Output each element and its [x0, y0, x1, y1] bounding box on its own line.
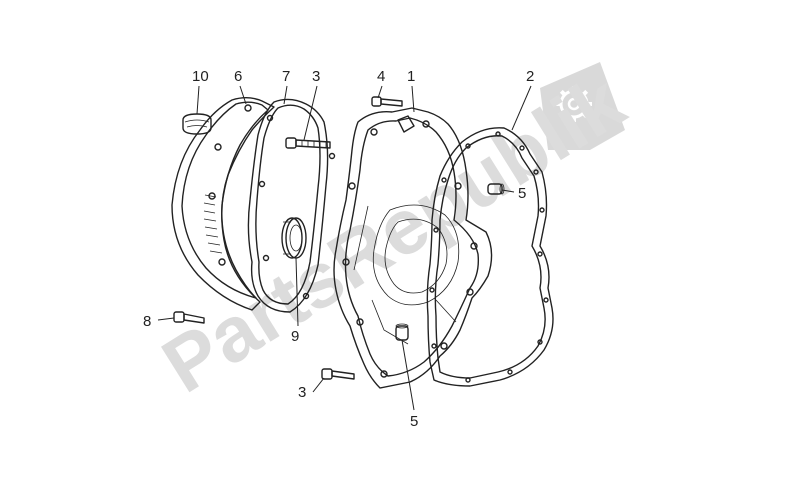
- callout-4: 4: [377, 68, 385, 85]
- callout-6: 6: [234, 68, 242, 85]
- callout-3-lower: 3: [298, 384, 306, 401]
- part-5-dowel-upper: [487, 183, 505, 195]
- part-10-grommet: [182, 113, 212, 135]
- watermark-text: PartsRepublik: [147, 57, 639, 410]
- part-4-screw: [371, 96, 403, 107]
- callout-2: 2: [526, 68, 534, 85]
- callouts: 10 6 7 3 4 1 2 5 8 9 3 5: [143, 68, 534, 430]
- callout-3-upper: 3: [312, 68, 320, 85]
- gear-icon: [556, 86, 592, 122]
- callout-8: 8: [143, 313, 151, 330]
- part-3-screw-upper: [285, 137, 331, 149]
- part-7-cover-gasket: [247, 98, 336, 313]
- callout-5-lower: 5: [410, 413, 418, 430]
- callout-7: 7: [282, 68, 290, 85]
- part-3-screw-lower: [321, 368, 355, 380]
- watermark-flag-shape: [540, 62, 625, 150]
- watermark: PartsRepublik: [147, 57, 639, 410]
- part-6-outer-cover: [171, 97, 275, 311]
- callout-1: 1: [407, 68, 415, 85]
- part-8-screw: [173, 311, 205, 324]
- part-2-large-gasket: [426, 127, 554, 387]
- leader-lines: [157, 85, 532, 411]
- callout-9: 9: [291, 328, 299, 345]
- callout-10: 10: [192, 68, 209, 85]
- callout-5-upper: 5: [518, 185, 526, 202]
